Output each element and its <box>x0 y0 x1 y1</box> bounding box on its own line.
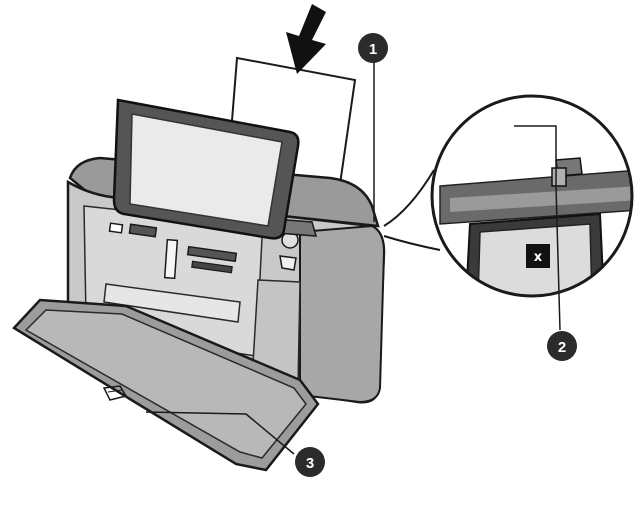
zoom-inset: x <box>430 94 634 298</box>
leader-lines <box>145 56 561 455</box>
svg-text:2: 2 <box>558 339 566 356</box>
callout-2: 2 <box>547 331 577 361</box>
svg-text:3: 3 <box>306 455 314 472</box>
close-x-label: x <box>534 250 543 265</box>
printer-screen <box>112 98 300 240</box>
output-tray <box>12 298 320 472</box>
tray-logo-icon <box>102 385 128 401</box>
callout-3: 3 <box>295 447 325 477</box>
callout-1: 1 <box>358 33 388 63</box>
svg-text:1: 1 <box>369 41 377 58</box>
zoom-connectors <box>383 169 441 251</box>
down-arrow-icon <box>286 4 326 74</box>
